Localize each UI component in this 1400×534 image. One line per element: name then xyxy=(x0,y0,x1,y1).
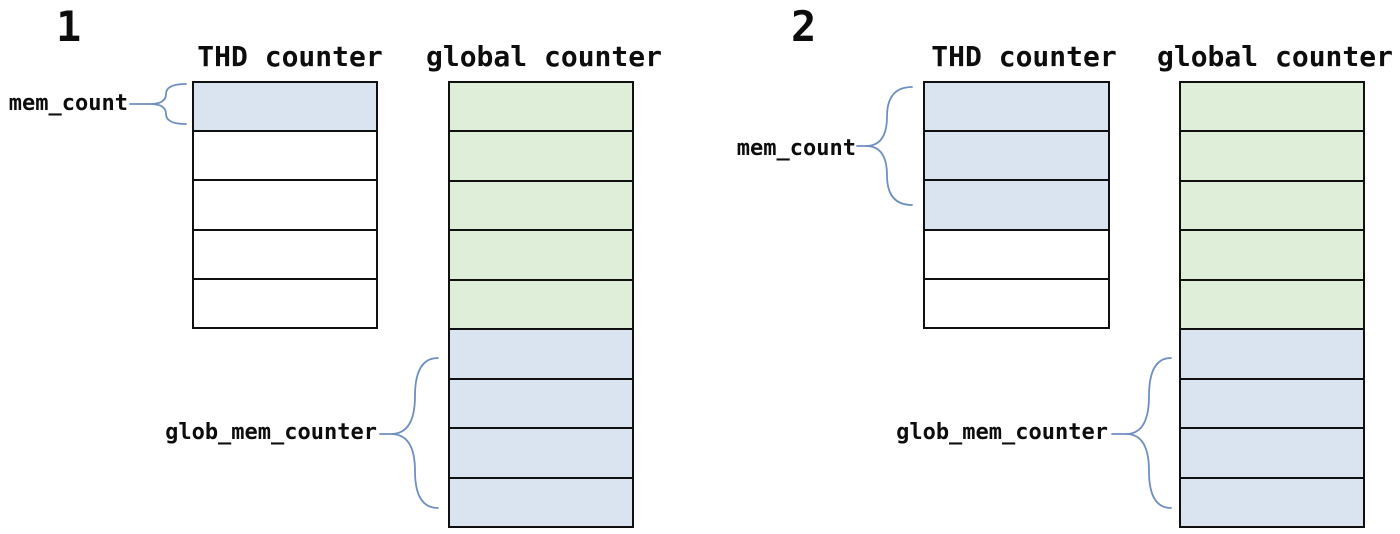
thd-counter-column xyxy=(923,81,1110,329)
diagram-number: 1 xyxy=(56,2,82,51)
memory-cell-green xyxy=(1181,83,1363,131)
memory-cell-blue xyxy=(925,179,1108,229)
global-counter-heading: global counter xyxy=(1156,40,1393,73)
memory-cell-green xyxy=(1181,229,1363,279)
global-counter-column xyxy=(448,81,634,528)
thd-counter-heading: THD counter xyxy=(197,40,383,73)
memory-cell-blue xyxy=(1181,427,1363,477)
memory-cell-blue xyxy=(194,83,376,131)
memory-cell-blue xyxy=(1181,328,1363,378)
memory-cell-blue xyxy=(450,476,632,526)
memory-cell-green xyxy=(450,130,632,180)
diagram-number: 2 xyxy=(791,2,817,51)
memory-cell-white xyxy=(925,228,1108,278)
curly-brace-glob-mem-counter-2 xyxy=(1125,357,1172,509)
memory-cell-white xyxy=(194,277,376,328)
memory-cell-blue xyxy=(925,130,1108,180)
memory-cell-white xyxy=(194,228,376,278)
mem-count-label: mem_count xyxy=(736,136,856,161)
memory-cell-blue xyxy=(450,328,632,378)
curly-brace-glob-mem-counter-1 xyxy=(390,357,439,509)
glob-mem-counter-label: glob_mem_counter xyxy=(165,420,377,445)
memory-cell-white xyxy=(925,277,1108,328)
thd-counter-heading: THD counter xyxy=(931,40,1117,73)
curly-brace-mem-count-1 xyxy=(149,83,187,125)
global-counter-heading: global counter xyxy=(425,40,662,73)
memory-cell-green xyxy=(1181,130,1363,180)
memory-cell-green xyxy=(1181,278,1363,329)
memory-cell-green xyxy=(450,83,632,131)
memory-cell-white xyxy=(194,130,376,180)
thd-counter-column xyxy=(192,81,378,329)
memory-cell-blue xyxy=(925,83,1108,131)
memory-cell-white xyxy=(194,179,376,229)
global-counter-column xyxy=(1179,81,1365,528)
memory-cell-blue xyxy=(1181,377,1363,428)
memory-cell-blue xyxy=(450,427,632,477)
memory-cell-blue xyxy=(1181,476,1363,526)
memory-cell-blue xyxy=(450,377,632,428)
glob-mem-counter-label: glob_mem_counter xyxy=(896,420,1108,445)
curly-brace-mem-count-2 xyxy=(865,86,913,206)
memory-cell-green xyxy=(1181,179,1363,230)
memory-cell-green xyxy=(450,229,632,279)
memory-cell-green xyxy=(450,179,632,230)
mem-count-label: mem_count xyxy=(8,91,128,116)
memory-cell-green xyxy=(450,278,632,329)
